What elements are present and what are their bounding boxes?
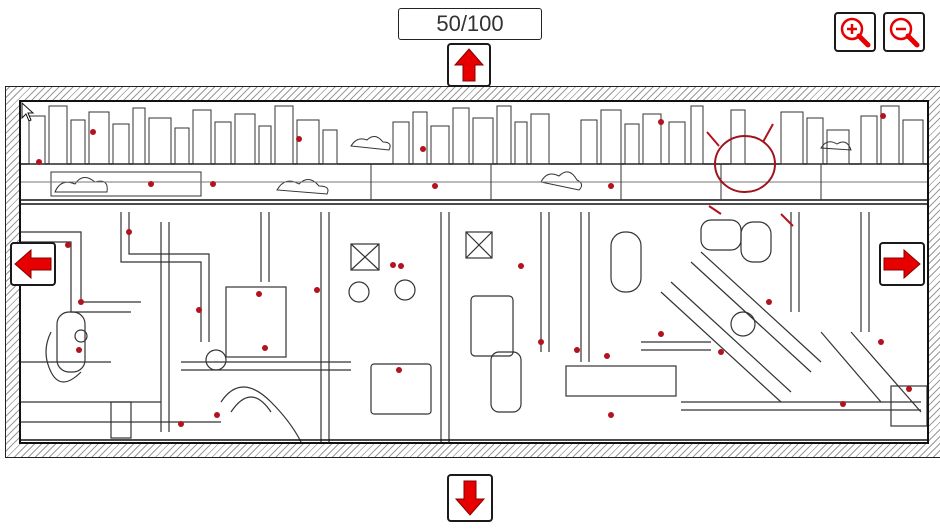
found-counter: 50/100	[398, 8, 542, 40]
scroll-right-button[interactable]	[879, 242, 925, 286]
scene-illustration	[21, 105, 927, 442]
zoom-in-button[interactable]	[834, 12, 876, 52]
found-counter-text: 50/100	[436, 11, 504, 36]
arrow-right-icon	[883, 248, 921, 280]
found-item-circle	[714, 135, 776, 193]
arrow-down-icon	[454, 480, 486, 516]
scroll-down-button[interactable]	[447, 474, 493, 522]
hidden-object-scene[interactable]	[19, 100, 929, 444]
scroll-left-button[interactable]	[10, 242, 56, 286]
zoom-in-icon	[840, 17, 871, 48]
arrow-left-icon	[14, 248, 52, 280]
zoom-out-icon	[889, 17, 920, 48]
mouse-cursor-icon	[21, 102, 35, 122]
scroll-up-button[interactable]	[447, 43, 491, 87]
arrow-up-icon	[453, 48, 485, 82]
zoom-out-button[interactable]	[883, 12, 925, 52]
